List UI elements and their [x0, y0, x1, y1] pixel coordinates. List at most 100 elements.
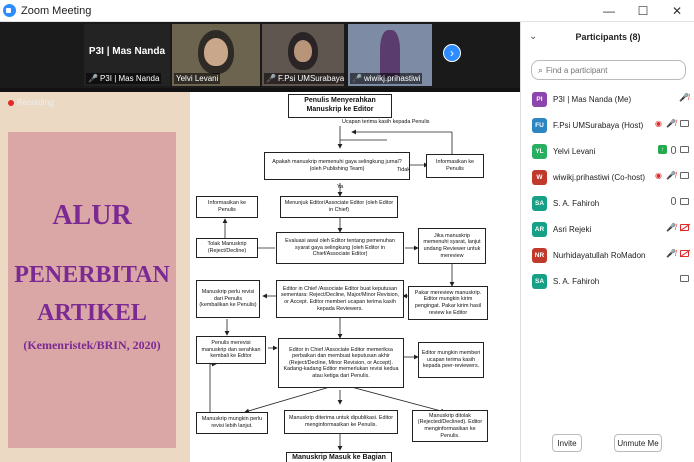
- flow-box-inform-author-2: Informasikan ke Penulis: [196, 196, 258, 218]
- mic-muted-icon[interactable]: 🎤̸: [666, 119, 676, 128]
- flowchart: Penulis Menyerahkan Manuskrip ke Editor …: [190, 92, 520, 462]
- participant-row[interactable]: AR Asri Rejeki 🎤̸: [521, 216, 694, 242]
- window-title: Zoom Meeting: [21, 4, 92, 17]
- mic-muted-icon: 🎤: [352, 74, 362, 83]
- video-thumbnail-wiwik[interactable]: 🎤 wiwikj.prihastiwi: [348, 24, 432, 86]
- mic-muted-icon: 🎤: [88, 74, 98, 83]
- flow-box-final-decision: Editor in Chief /Associate Editor memeri…: [278, 338, 404, 388]
- flow-box-accepted: Manuskrip diterima untuk dipublikasi. Ed…: [284, 410, 398, 434]
- mic-muted-icon[interactable]: 🎤̸: [666, 171, 676, 180]
- mic-on-icon[interactable]: [671, 145, 676, 154]
- video-off-icon[interactable]: [680, 224, 689, 231]
- participant-name: S. A. Fahiroh: [553, 198, 600, 208]
- video-off-icon[interactable]: [680, 250, 689, 257]
- thumbnail-display-name: P3I | Mas Nanda: [88, 46, 166, 57]
- video-on-icon[interactable]: [680, 275, 689, 282]
- flowchart-connectors: [209, 126, 455, 451]
- participant-name: wiwikj.prihastiwi (Co-host): [553, 172, 646, 182]
- flow-box-further-revision: Manuskrip mungkin perlu revisi lebih lan…: [196, 412, 268, 434]
- participant-video-icon: [380, 30, 400, 78]
- participant-name: P3I | Mas Nanda (Me): [553, 94, 632, 104]
- participant-row[interactable]: SA S. A. Fahiroh: [521, 190, 694, 216]
- thumbnail-name: wiwikj.prihastiwi: [363, 74, 421, 83]
- slide-title-box: ALUR PENERBITAN ARTIKEL (Kemenristek/BRI…: [8, 132, 176, 448]
- mic-muted-icon[interactable]: 🎤̸: [679, 93, 689, 102]
- recording-icon: ◉: [655, 171, 663, 180]
- flow-label-no: Tidak: [397, 167, 410, 173]
- meeting-area: P3I | Mas Nanda 🎤 P3I | Mas Nanda Yelvi …: [0, 22, 520, 462]
- avatar: FU: [532, 117, 547, 133]
- video-thumbnail-strip: P3I | Mas Nanda 🎤 P3I | Mas Nanda Yelvi …: [0, 22, 520, 88]
- participant-search[interactable]: ⌕: [531, 60, 686, 80]
- chevron-down-icon[interactable]: ⌄: [529, 31, 538, 42]
- mic-muted-icon: 🎤: [266, 74, 276, 83]
- maximize-button[interactable]: ☐: [637, 4, 649, 18]
- participant-row[interactable]: W wiwikj.prihastiwi (Co-host) ◉ 🎤̸: [521, 164, 694, 190]
- shared-screen-slide: ALUR PENERBITAN ARTIKEL (Kemenristek/BRI…: [0, 92, 520, 462]
- avatar: SA: [532, 195, 547, 211]
- slide-title-line: PENERBITAN: [14, 262, 170, 288]
- participants-header: ⌄ Participants (8): [521, 22, 694, 54]
- video-thumbnail-yelvi[interactable]: Yelvi Levani: [172, 24, 260, 86]
- video-on-icon[interactable]: [680, 120, 689, 127]
- mic-muted-icon[interactable]: 🎤̸: [666, 223, 676, 232]
- flow-box-submit: Penulis Menyerahkan Manuskrip ke Editor: [288, 94, 392, 118]
- flow-label-yes: Ya: [337, 184, 344, 190]
- mic-on-icon[interactable]: [671, 197, 676, 205]
- recording-icon: ◉: [655, 119, 663, 128]
- flow-box-author-revises: Penulis merevisi manuskrip dan serahkan …: [196, 336, 266, 364]
- video-on-icon[interactable]: [680, 146, 689, 153]
- participant-face-icon: [294, 40, 312, 62]
- flow-box-thank-reviewers: Editor mungkin memberi ucapan terima kas…: [418, 342, 484, 378]
- video-thumbnail-p3i[interactable]: P3I | Mas Nanda 🎤 P3I | Mas Nanda: [84, 24, 170, 86]
- mic-muted-icon[interactable]: 🎤̸: [666, 249, 676, 258]
- participant-name: Yelvi Levani: [553, 146, 596, 156]
- participant-row[interactable]: FU F.Psi UMSurabaya (Host) ◉ 🎤̸: [521, 112, 694, 138]
- video-on-icon[interactable]: [680, 197, 689, 205]
- flow-box-initial-eval: Evaluasi awal oleh Editor tentang pemenu…: [276, 232, 404, 264]
- flow-box-style-check: Apakah manuskrip memenuhi gaya selingkun…: [264, 152, 410, 180]
- flow-box-invite-reviewer: Jika manuskrip memenuhi syarat, lanjut u…: [418, 228, 486, 264]
- avatar: W: [532, 169, 547, 185]
- flow-box-rejected: Manuskrip ditolak (Rejected/Declined). E…: [412, 410, 488, 442]
- video-thumbnail-fpsi[interactable]: 🎤 F.Psi UMSurabaya: [262, 24, 344, 86]
- thumbnail-name: F.Psi UMSurabaya: [277, 74, 344, 83]
- flow-label-thanks: Ucapan terima kasih kepada Penulis: [342, 119, 430, 125]
- video-on-icon[interactable]: [680, 172, 689, 179]
- participant-row[interactable]: PI P3I | Mas Nanda (Me) 🎤̸: [521, 86, 694, 112]
- thumbnail-label: 🎤 F.Psi UMSurabaya: [264, 73, 344, 84]
- zoom-logo-icon: [3, 4, 16, 17]
- search-icon: ⌕: [538, 64, 544, 75]
- next-page-arrow-icon[interactable]: ›: [443, 44, 461, 62]
- participant-row[interactable]: YL Yelvi Levani ↑: [521, 138, 694, 164]
- thumbnail-name: Yelvi Levani: [176, 74, 219, 83]
- slide-title-line: ALUR: [52, 200, 132, 231]
- participants-panel: ⌄ Participants (8) ⌕ PI P3I | Mas Nanda …: [520, 22, 694, 462]
- minimize-button[interactable]: —: [603, 4, 615, 18]
- recording-indicator: Recording: [8, 98, 53, 107]
- thumbnail-label: 🎤 P3I | Mas Nanda: [86, 73, 162, 84]
- invite-button[interactable]: Invite: [552, 434, 582, 452]
- participant-name: F.Psi UMSurabaya (Host): [553, 120, 644, 130]
- avatar: SA: [532, 273, 547, 289]
- recording-dot-icon: [8, 99, 14, 106]
- close-button[interactable]: ✕: [671, 4, 683, 18]
- search-input[interactable]: [546, 65, 672, 75]
- flow-box-inform-author: Informasikan ke Penulis: [426, 154, 484, 178]
- participant-name: Nurhidayatullah RoMadon: [553, 250, 646, 260]
- slide-title-source: (Kemenristek/BRIN, 2020): [23, 338, 161, 352]
- title-bar: Zoom Meeting — ☐ ✕: [0, 0, 694, 22]
- flow-box-revision-needed: Manuskrip perlu revisi dari Penulis (kem…: [196, 280, 260, 318]
- unmute-me-button[interactable]: Unmute Me: [614, 434, 662, 452]
- participant-row[interactable]: NR Nurhidayatullah RoMadon 🎤̸: [521, 242, 694, 268]
- participant-name: Asri Rejeki: [553, 224, 592, 234]
- slide-title-line: ARTIKEL: [37, 300, 147, 326]
- flow-box-review: Pakar mereview manuskrip. Editor mungkin…: [408, 286, 488, 320]
- participant-face-icon: [204, 38, 228, 66]
- avatar: AR: [532, 221, 547, 237]
- participants-footer: Invite Unmute Me: [521, 430, 694, 456]
- participant-row[interactable]: SA S. A. Fahiroh: [521, 268, 694, 294]
- avatar: PI: [532, 91, 547, 107]
- thumbnail-label: Yelvi Levani: [174, 73, 221, 84]
